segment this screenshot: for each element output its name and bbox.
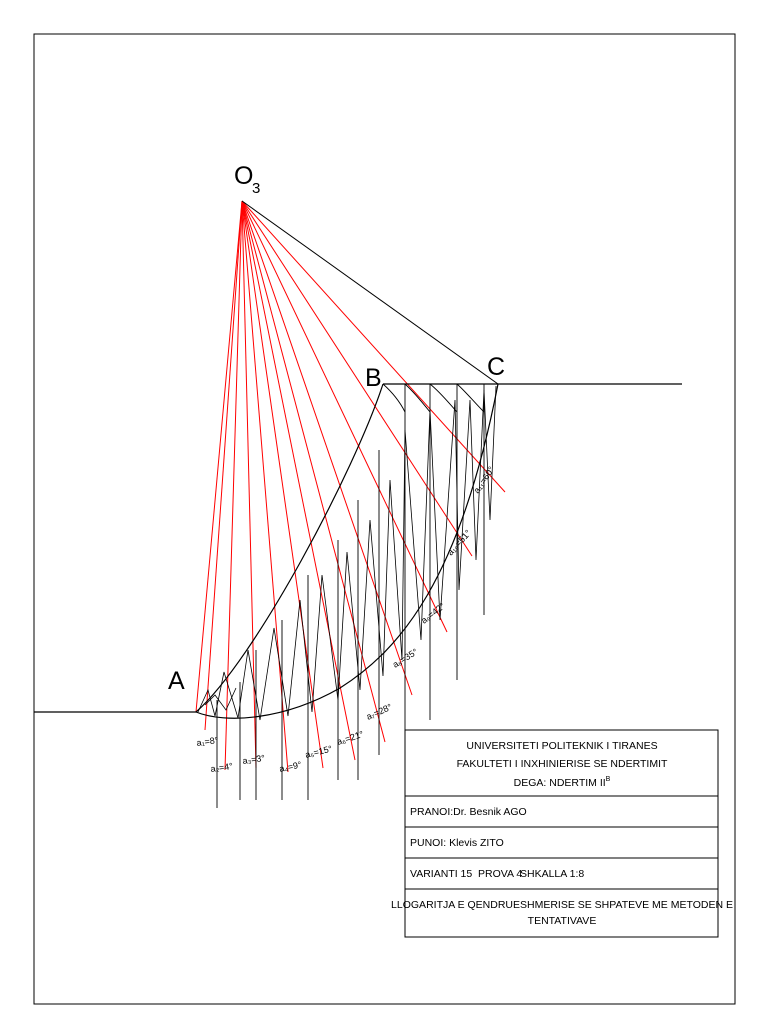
title-block: UNIVERSITETI POLITEKNIK I TIRANES FAKULT… — [391, 729, 733, 938]
point-c-label: C — [487, 353, 505, 381]
angle-label: a₁₀=51° — [445, 528, 473, 558]
angle-label: a₁=8° — [196, 735, 219, 748]
angle-label: a₄=9° — [278, 759, 303, 774]
slice-diagonals — [197, 385, 497, 721]
center-label: O — [234, 162, 253, 190]
radius-o3-c — [241, 200, 499, 385]
title-block-frame — [404, 729, 719, 938]
angle-label: a₅=15° — [304, 743, 333, 759]
drawing-title-line2: TENTATIVAVE — [528, 915, 597, 927]
angle-labels: a₁=8° a₂=4° a₃=3° a₄=9° a₅=15° a₆=21° a₇… — [196, 464, 497, 774]
point-a-label: A — [168, 667, 185, 695]
angle-label: a₂=4° — [210, 761, 234, 774]
department-text: DEGA: NDERTIM II — [514, 777, 606, 789]
radius-lines — [195, 200, 506, 773]
department-name: DEGA: NDERTIM IIB — [514, 776, 611, 789]
center-subscript: 3 — [252, 180, 260, 197]
prepared-by: PUNOI: Klevis ZITO — [410, 837, 504, 849]
slice-top-arcs — [382, 383, 485, 413]
scale-text: SHKALLA 1:8 — [520, 868, 584, 880]
angle-label: a₃=3° — [242, 753, 266, 766]
test-text: PROVA 4 — [478, 868, 522, 880]
slip-circle-arc — [195, 383, 499, 719]
faculty-name: FAKULTETI I INXHINIERISE SE NDERTIMIT — [457, 758, 668, 770]
angle-label: a₆=21° — [336, 729, 366, 747]
drawing-title-line1: LLOGARITJA E QENDRUESHMERISE SE SHPATEVE… — [391, 899, 733, 911]
department-superscript: B — [606, 776, 611, 783]
angle-label: a₉=42° — [419, 601, 447, 626]
variant-text: VARIANTI 15 — [410, 868, 472, 880]
sheet-border — [33, 33, 736, 1005]
point-b-label: B — [365, 364, 382, 392]
slice-verticals — [216, 384, 485, 808]
received-by: PRANOI:Dr. Besnik AGO — [410, 806, 527, 818]
university-name: UNIVERSITETI POLITEKNIK I TIRANES — [466, 740, 657, 752]
